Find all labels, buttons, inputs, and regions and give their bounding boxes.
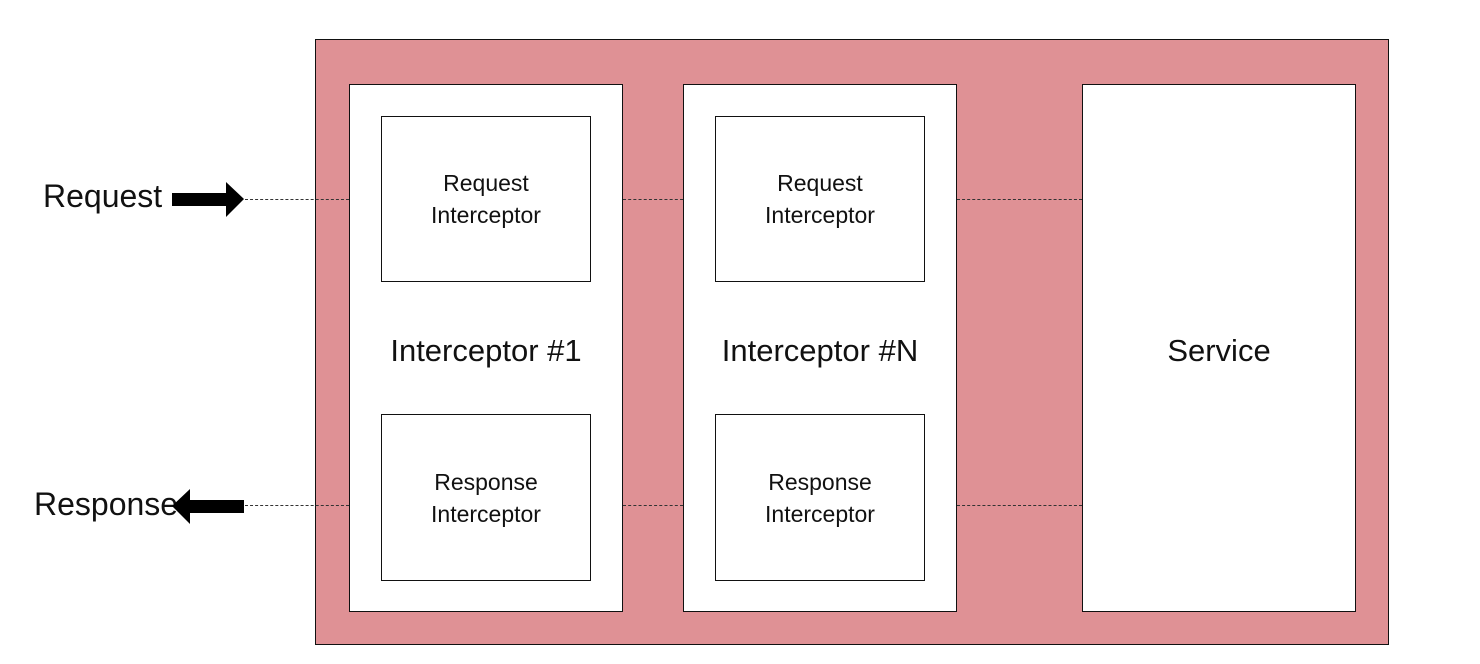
interceptor-1-response-box: Response Interceptor — [381, 414, 591, 581]
interceptor-n-request-box: Request Interceptor — [715, 116, 925, 282]
interceptor-n-title: Interceptor #N — [721, 333, 919, 368]
interceptor-1-title: Interceptor #1 — [390, 333, 582, 368]
arrow-left-icon — [172, 489, 244, 524]
response-label: Response — [34, 486, 179, 522]
request-connector-middle — [623, 199, 683, 200]
request-connector-left — [245, 199, 349, 200]
response-connector-right — [957, 505, 1082, 506]
response-connector-left — [245, 505, 349, 506]
service-box — [1082, 84, 1356, 612]
service-label: Service — [1167, 333, 1271, 368]
interceptor-1-request-box: Request Interceptor — [381, 116, 591, 282]
interceptor-n-response-box: Response Interceptor — [715, 414, 925, 581]
arrow-right-icon — [172, 182, 244, 217]
request-label: Request — [43, 178, 163, 214]
request-connector-right — [957, 199, 1082, 200]
response-connector-middle — [623, 505, 683, 506]
